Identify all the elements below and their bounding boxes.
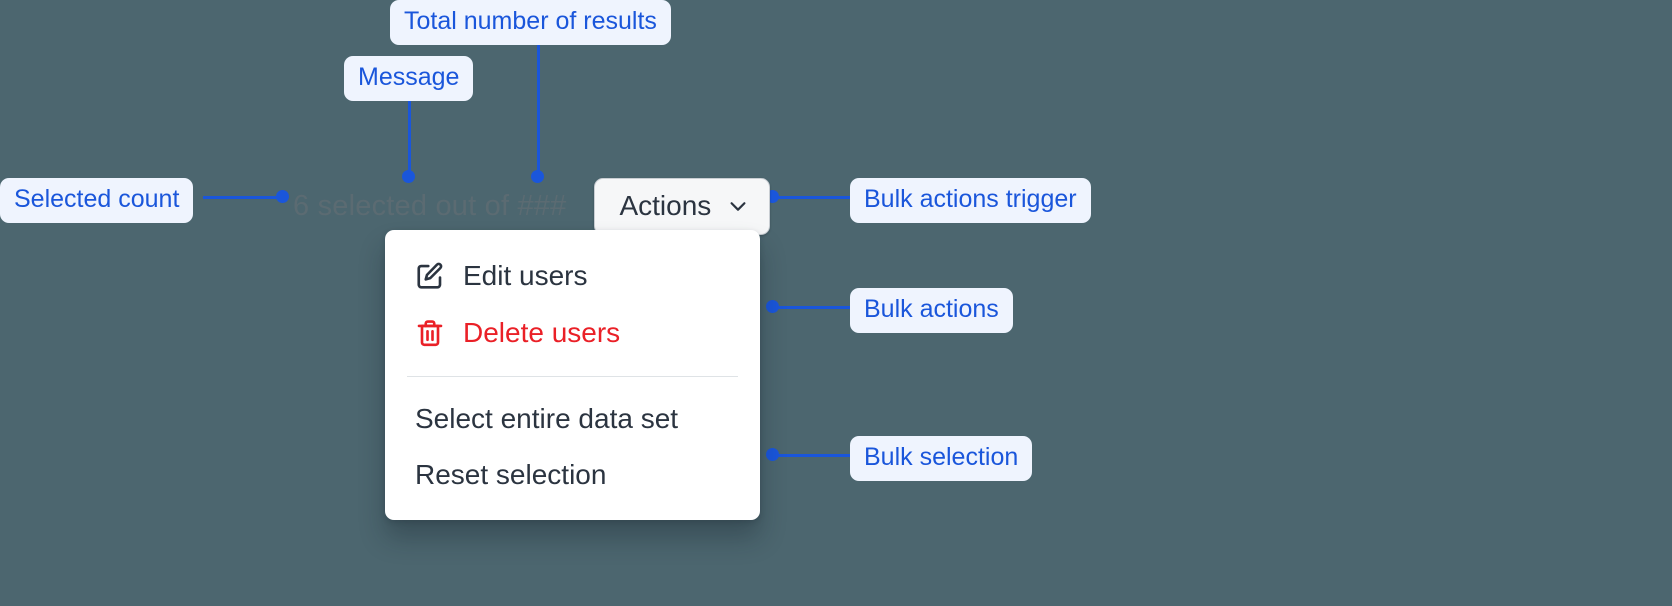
bulk-actions-dropdown-menu: Edit users Delete users Select entire da… xyxy=(385,230,760,521)
callout-bulk-actions: Bulk actions xyxy=(850,288,1013,333)
connector-total-results xyxy=(537,40,540,180)
connector-dot-bulk-selection xyxy=(766,448,779,461)
menu-divider xyxy=(407,375,738,377)
menu-item-label: Select entire data set xyxy=(415,402,679,434)
callout-bulk-actions-trigger: Bulk actions trigger xyxy=(850,178,1091,223)
connector-message xyxy=(408,94,411,180)
callout-bulk-selection: Bulk selection xyxy=(850,436,1033,481)
menu-item-reset-selection[interactable]: Reset selection xyxy=(385,447,760,504)
connector-dot-selected-count xyxy=(276,190,289,203)
menu-item-label: Reset selection xyxy=(415,459,607,491)
connector-selected-count xyxy=(203,196,285,199)
connector-bulk-selection xyxy=(770,454,854,457)
menu-item-label: Edit users xyxy=(463,260,588,291)
connector-dot-total-results xyxy=(531,170,544,183)
menu-item-delete-users[interactable]: Delete users xyxy=(385,305,760,362)
edit-pencil-icon xyxy=(415,261,445,291)
connector-dot-bulk-actions xyxy=(766,300,779,313)
callout-message: Message xyxy=(344,56,474,101)
callout-total-results: Total number of results xyxy=(390,0,671,45)
callout-selected-count: Selected count xyxy=(0,178,194,223)
menu-item-label: Delete users xyxy=(463,316,621,348)
selection-message: 6 selected out of ### xyxy=(293,190,567,222)
connector-bulk-actions xyxy=(770,306,854,309)
bulk-actions-bar: 6 selected out of ### Actions xyxy=(293,178,771,235)
connector-dot-message xyxy=(402,170,415,183)
connector-bulk-actions-trigger xyxy=(770,196,854,199)
chevron-down-icon xyxy=(727,195,749,217)
menu-item-select-entire-data-set[interactable]: Select entire data set xyxy=(385,391,760,448)
menu-item-edit-users[interactable]: Edit users xyxy=(385,248,760,305)
trash-icon xyxy=(415,318,445,348)
bulk-actions-trigger-label: Actions xyxy=(619,190,712,221)
bulk-actions-trigger-button[interactable]: Actions xyxy=(594,178,771,235)
